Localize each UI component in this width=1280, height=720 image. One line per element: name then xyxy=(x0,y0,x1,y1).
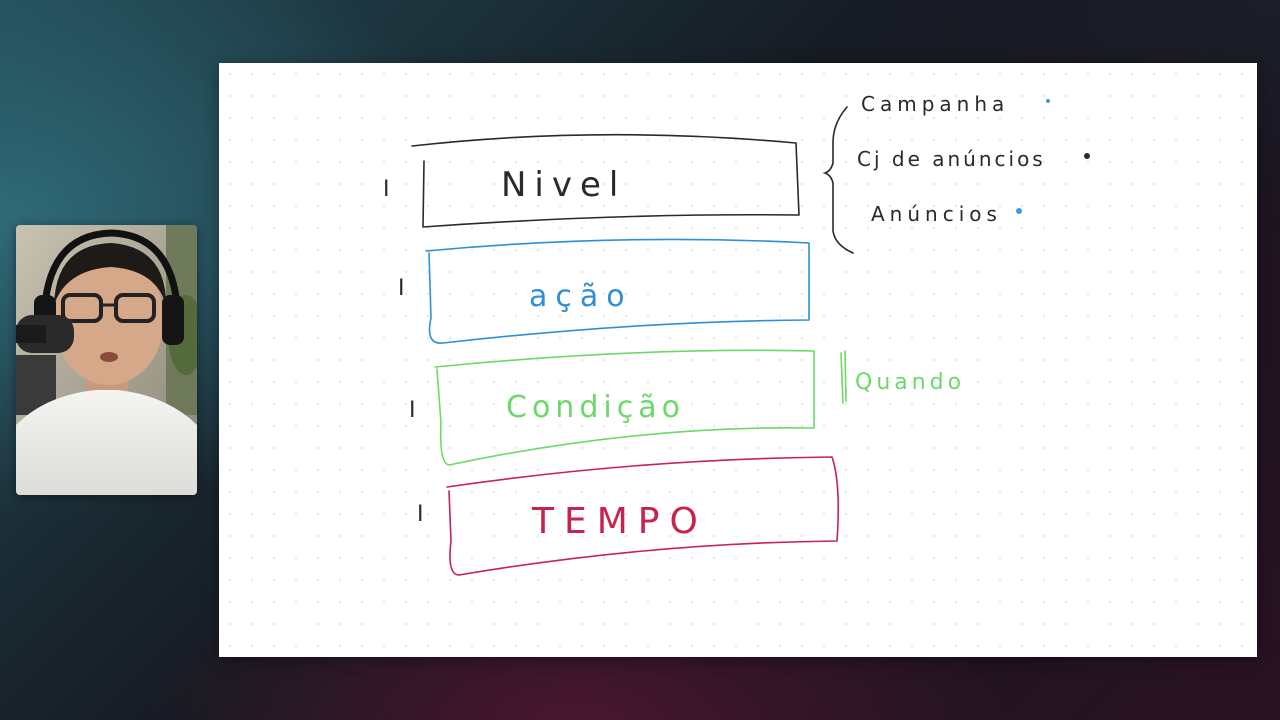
box-nivel-outline xyxy=(411,133,800,228)
box-nivel-label: Nivel xyxy=(501,165,626,205)
quando-label: Quando xyxy=(855,370,965,395)
box-condicao-label: Condição xyxy=(506,390,685,425)
box-condicao-marker: I xyxy=(409,398,416,423)
list-item-anuncios-dot-icon xyxy=(1016,208,1022,214)
webcam-feed xyxy=(16,225,197,495)
box-tempo-marker: I xyxy=(417,502,424,527)
quando-bar-icon xyxy=(840,350,847,404)
box-acao-outline xyxy=(425,238,810,344)
box-tempo: I TEMPO xyxy=(417,456,840,576)
box-nivel-marker: I xyxy=(383,177,390,202)
brace-icon xyxy=(822,106,854,254)
box-nivel: I Nivel xyxy=(383,133,800,228)
box-tempo-label: TEMPO xyxy=(531,501,708,542)
box-acao: I ação xyxy=(398,238,810,344)
box-condicao: I Condição xyxy=(409,349,815,466)
list-item-cj-anuncios-dot-icon xyxy=(1084,153,1090,159)
hierarchy-list: Campanha Cj de anúncios Anúncios xyxy=(822,92,1090,254)
whiteboard[interactable]: I Nivel I ação I Condição I TEMPO Campan… xyxy=(219,63,1257,657)
whiteboard-canvas-icon: I Nivel I ação I Condição I TEMPO Campan… xyxy=(383,92,1090,576)
list-item-campanha: Campanha xyxy=(861,92,1009,116)
box-acao-marker: I xyxy=(398,276,405,301)
list-item-anuncios: Anúncios xyxy=(871,202,1002,226)
box-acao-label: ação xyxy=(529,279,633,314)
box-tempo-outline xyxy=(446,456,840,576)
presenter-video-icon xyxy=(16,225,197,495)
box-condicao-outline xyxy=(434,349,815,466)
quando-note: Quando xyxy=(840,350,965,404)
list-item-campanha-dot-icon xyxy=(1046,99,1050,103)
list-item-cj-anuncios: Cj de anúncios xyxy=(857,147,1046,171)
